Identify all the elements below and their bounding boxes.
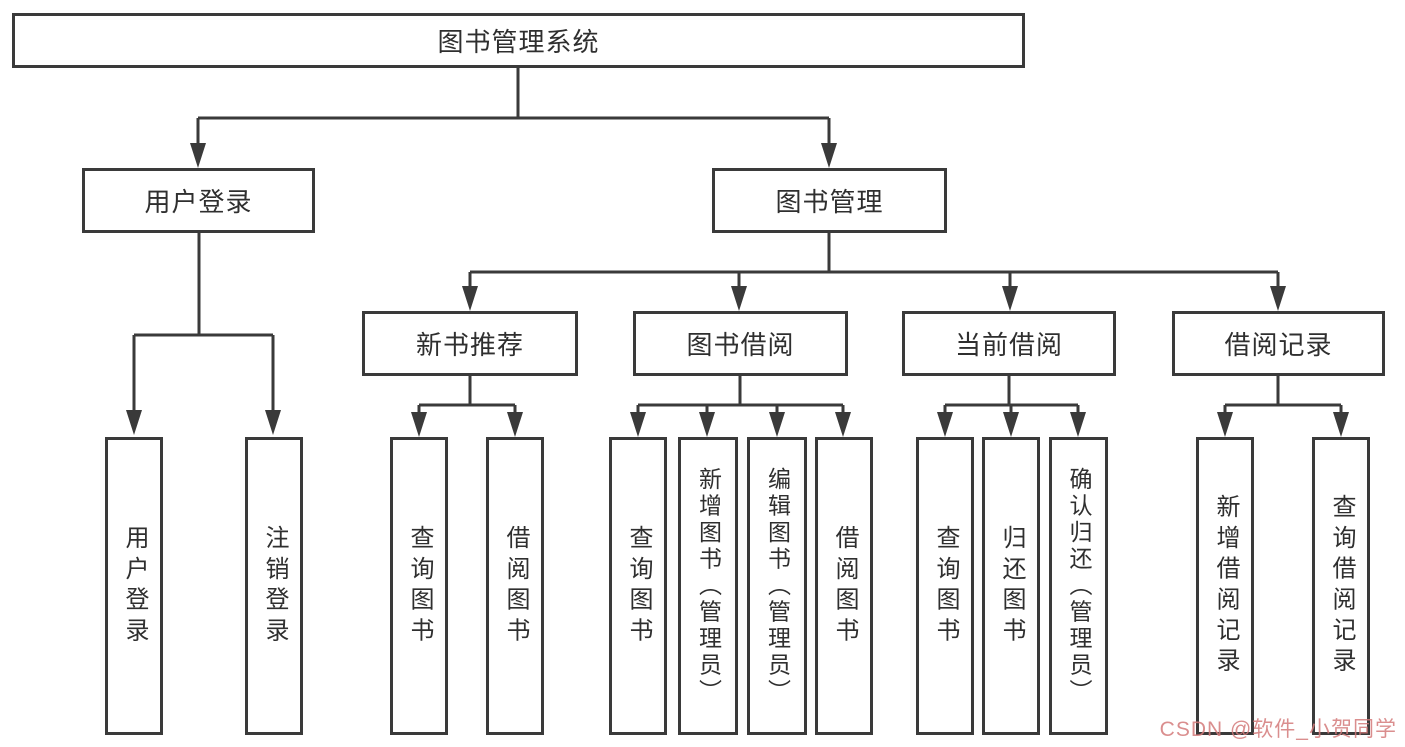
leaf-current-return-books: 归还图书: [982, 437, 1040, 735]
csdn-watermark: CSDN @软件_小贺同学: [1159, 718, 1397, 741]
node-user-login: 用户登录: [82, 168, 315, 233]
connector-new-book-recommend-lines: [417, 376, 517, 419]
leaf-recommend-query-books: 查询图书: [390, 437, 448, 735]
connector-current-borrow-to-leaves: [937, 376, 1086, 437]
connector-new-book-recommend-to-leaves: [411, 376, 523, 437]
connector-book-management-lines: [468, 233, 1280, 293]
leaf-borrow-query-books: 查询图书: [609, 437, 667, 735]
connector-user-login-lines: [132, 233, 275, 417]
connector-new-book-recommend-arrowheads: [411, 412, 523, 437]
node-new-book-recommend: 新书推荐: [362, 311, 578, 376]
leaf-records-add-record: 新增借阅记录: [1196, 437, 1254, 735]
connector-root-arrowheads: [190, 143, 837, 168]
node-book-management: 图书管理: [712, 168, 947, 233]
node-root-library-system: 图书管理系统: [12, 13, 1025, 68]
connector-borrow-records-to-leaves: [1217, 376, 1349, 437]
connector-root-lines: [196, 68, 831, 150]
connector-borrow-records-lines: [1223, 376, 1343, 419]
connector-book-management-arrowheads: [462, 286, 1286, 311]
leaf-logout: 注销登录: [245, 437, 303, 735]
connector-book-management-to-level3: [462, 233, 1286, 311]
connector-borrow-records-arrowheads: [1217, 412, 1349, 437]
connector-user-login-arrowheads: [126, 410, 281, 435]
connector-book-borrow-lines: [636, 376, 845, 419]
leaf-recommend-borrow-books: 借阅图书: [486, 437, 544, 735]
leaf-user-login: 用户登录: [105, 437, 163, 735]
node-current-borrow: 当前借阅: [902, 311, 1116, 376]
connector-book-borrow-arrowheads: [630, 412, 851, 437]
node-borrow-records: 借阅记录: [1172, 311, 1385, 376]
leaf-current-confirm-return-admin: 确认归还（管理员）: [1049, 437, 1108, 735]
connector-book-borrow-to-leaves: [630, 376, 851, 437]
connector-current-borrow-arrowheads: [937, 412, 1086, 437]
connector-root-to-level2: [190, 68, 837, 168]
leaf-current-query-books: 查询图书: [916, 437, 974, 735]
leaf-records-query-record: 查询借阅记录: [1312, 437, 1370, 735]
leaf-borrow-edit-books-admin: 编辑图书（管理员）: [747, 437, 807, 735]
node-book-borrow: 图书借阅: [633, 311, 848, 376]
connector-user-login-to-leaves: [126, 233, 281, 435]
leaf-borrow-add-books-admin: 新增图书（管理员）: [678, 437, 738, 735]
leaf-borrow-borrow-books: 借阅图书: [815, 437, 873, 735]
